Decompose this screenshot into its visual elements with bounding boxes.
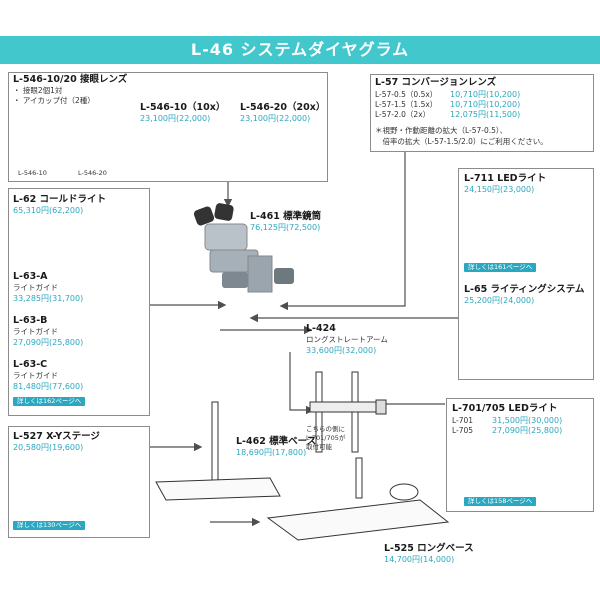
- conversion-row-2-price: 10,710円(10,200): [450, 100, 521, 109]
- eyepiece-kit-bullet-2: ・ アイカップ付（2種）: [13, 96, 95, 105]
- led705-name: L-705: [452, 426, 474, 435]
- attach-note-3: 取付可能: [306, 443, 332, 451]
- lighting-system-price: 25,200円(24,000): [464, 296, 535, 305]
- light-guide-a-name: ライトガイド: [13, 283, 58, 292]
- conversion-lens-code: L-57 コンバージョンレンズ: [375, 77, 497, 88]
- arm-price: 33,600円(32,000): [306, 346, 377, 355]
- conversion-row-3-name: L-57-2.0（2x）: [375, 110, 431, 119]
- title-banner: [0, 36, 600, 64]
- connector-arrows: [150, 152, 458, 527]
- eyepiece-20x-price: 23,100円(22,000): [240, 114, 311, 123]
- light-guide-c-name: ライトガイド: [13, 371, 58, 380]
- cold-light-price: 65,310円(62,200): [13, 206, 84, 215]
- conversion-row-1-price: 10,710円(10,200): [450, 90, 521, 99]
- light-guide-b-price: 27,090円(25,800): [13, 338, 84, 347]
- xy-stage-page-link[interactable]: 詳しくは130ページへ: [13, 521, 86, 530]
- scope-code: L-461 標準鏡筒: [250, 211, 322, 222]
- conversion-note-1: ＊視野・作動距離の拡大（L-57-0.5）、: [375, 126, 508, 135]
- standard-base-image: [155, 401, 281, 501]
- led705-code: L-701/705 LEDライト: [452, 403, 558, 414]
- led711-code: L-711 LEDライト: [464, 173, 547, 184]
- arm-stand-image: [309, 371, 387, 453]
- std-base-code: L-462 標準ベース: [236, 436, 317, 447]
- long-base-image: [266, 457, 450, 541]
- eyepiece-lens-box: [8, 72, 328, 182]
- conversion-row-2-name: L-57-1.5（1.5x）: [375, 100, 438, 109]
- scope-price: 76,125円(72,500): [250, 223, 321, 232]
- diagram-title: L-46 システムダイヤグラム: [190, 40, 410, 59]
- long-base-price: 14,700円(14,000): [384, 555, 455, 564]
- eyepiece-20x-code: L-546-20（20x）: [240, 102, 326, 113]
- light-guide-b-code: L-63-B: [13, 315, 48, 326]
- xy-stage-price: 20,580円(19,600): [13, 443, 84, 452]
- arrow-arm-to-pole: [289, 352, 315, 415]
- xy-stage-code: L-527 X-Yステージ: [13, 431, 100, 442]
- eyepiece-kit-bullet-1: ・ 接眼2個1対: [13, 86, 63, 95]
- light-guide-a-code: L-63-A: [13, 271, 48, 282]
- led701-price: 31,500円(30,000): [492, 416, 563, 425]
- conversion-row-1-name: L-57-0.5（0.5x）: [375, 90, 438, 99]
- led711-page-link[interactable]: 詳しくは161ページへ: [464, 263, 537, 272]
- light-guide-a-price: 33,285円(31,700): [13, 294, 84, 303]
- long-base-code: L-525 ロングベース: [384, 543, 474, 554]
- arm-code: L-424: [306, 323, 336, 334]
- microscope-image: [193, 203, 294, 293]
- light-guide-c-code: L-63-C: [13, 359, 48, 370]
- light-guide-c-price: 81,480円(77,600): [13, 382, 84, 391]
- cold-light-code: L-62 コールドライト: [13, 194, 107, 205]
- arm-name: ロングストレートアーム: [306, 335, 388, 344]
- cold-light-page-link[interactable]: 詳しくは162ページへ: [13, 397, 86, 406]
- led701-name: L-701: [452, 416, 474, 425]
- eyepiece-10x-price: 23,100円(22,000): [140, 114, 211, 123]
- xy-stage-box: [8, 426, 150, 538]
- arrow-conversion-to-scope: [279, 152, 406, 311]
- led-lighting-box: [458, 168, 594, 380]
- eyepiece-10x-code: L-546-10（10x）: [140, 102, 226, 113]
- eyepiece-kit-code: L-546-10/20 接眼レンズ: [13, 74, 128, 85]
- attach-note-1: こちらの側に: [306, 425, 345, 433]
- led705-page-link[interactable]: 詳しくは158ページへ: [464, 497, 537, 506]
- eyepiece-img-label-2: L-546-20: [78, 169, 107, 177]
- std-base-price: 18,690円(17,800): [236, 448, 307, 457]
- light-guide-b-name: ライトガイド: [13, 327, 58, 336]
- cold-light-box: [8, 188, 150, 416]
- conversion-row-3-price: 12,075円(11,500): [450, 110, 521, 119]
- eyepiece-img-label-1: L-546-10: [18, 169, 47, 177]
- led711-price: 24,150円(23,000): [464, 185, 535, 194]
- conversion-note-2: 倍率の拡大（L-57-1.5/2.0）にご利用ください。: [375, 137, 548, 146]
- led705-price: 27,090円(25,800): [492, 426, 563, 435]
- lighting-system-code: L-65 ライティングシステム: [464, 284, 585, 295]
- led705-box: [446, 398, 594, 512]
- conversion-lens-box: [370, 74, 594, 152]
- attach-note-2: L-701/705が: [306, 434, 346, 442]
